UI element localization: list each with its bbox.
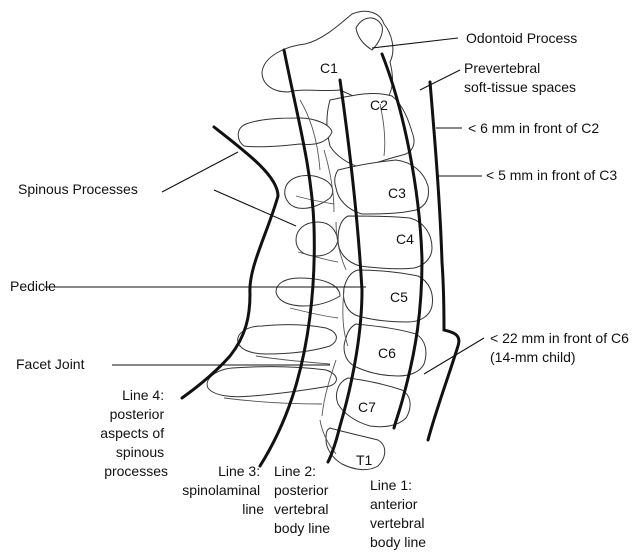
- c6-space-pointer: [424, 338, 484, 374]
- c2-spinous-bone: [238, 118, 332, 147]
- vertebra-label-t1: T1: [356, 452, 373, 468]
- spinous-pointer-upper: [162, 152, 238, 192]
- label-line-3: Line 3: spinolaminal line: [182, 463, 264, 517]
- vertebra-label-c4: C4: [396, 231, 414, 247]
- prevertebral-soft-tissue-line: [428, 82, 459, 440]
- c4-bone: [338, 216, 432, 269]
- label-child-note: (14-mm child): [490, 349, 576, 365]
- label-odontoid-process: Odontoid Process: [466, 30, 577, 46]
- c6-spinous-bone: [238, 325, 337, 354]
- prevertebral-pointer: [420, 70, 460, 90]
- label-line-1: Line 1: anterior vertebral body line: [370, 477, 428, 550]
- label-c3-space: < 5 mm in front of C3: [486, 167, 617, 183]
- label-facet-joint: Facet Joint: [16, 356, 85, 372]
- label-line-2: Line 2: posterior vertebral body line: [274, 463, 332, 536]
- vertebra-label-c5: C5: [390, 289, 408, 305]
- label-spinous-processes: Spinous Processes: [18, 181, 138, 197]
- vertebra-label-c7: C7: [358, 399, 376, 415]
- c4-spinous-bone: [296, 222, 338, 256]
- label-pedicle: Pedicle: [10, 278, 56, 294]
- label-line-4: Line 4: posterior aspects of spinous pro…: [100, 387, 168, 479]
- vertebra-label-c3: C3: [388, 185, 406, 201]
- c5-spinous-bone: [276, 278, 340, 306]
- vertebra-label-c6: C6: [378, 345, 396, 361]
- spinous-pointer-lower: [214, 190, 296, 226]
- label-c2-space: < 6 mm in front of C2: [468, 120, 599, 136]
- label-soft-tissue-spaces: soft-tissue spaces: [464, 79, 576, 95]
- vertebra-label-c2: C2: [370, 97, 388, 113]
- c7-spinous-bone: [207, 367, 336, 397]
- vertebra-label-c1: C1: [320, 60, 338, 76]
- label-prevertebral: Prevertebral: [464, 60, 540, 76]
- label-c6-space: < 22 mm in front of C6: [490, 330, 629, 346]
